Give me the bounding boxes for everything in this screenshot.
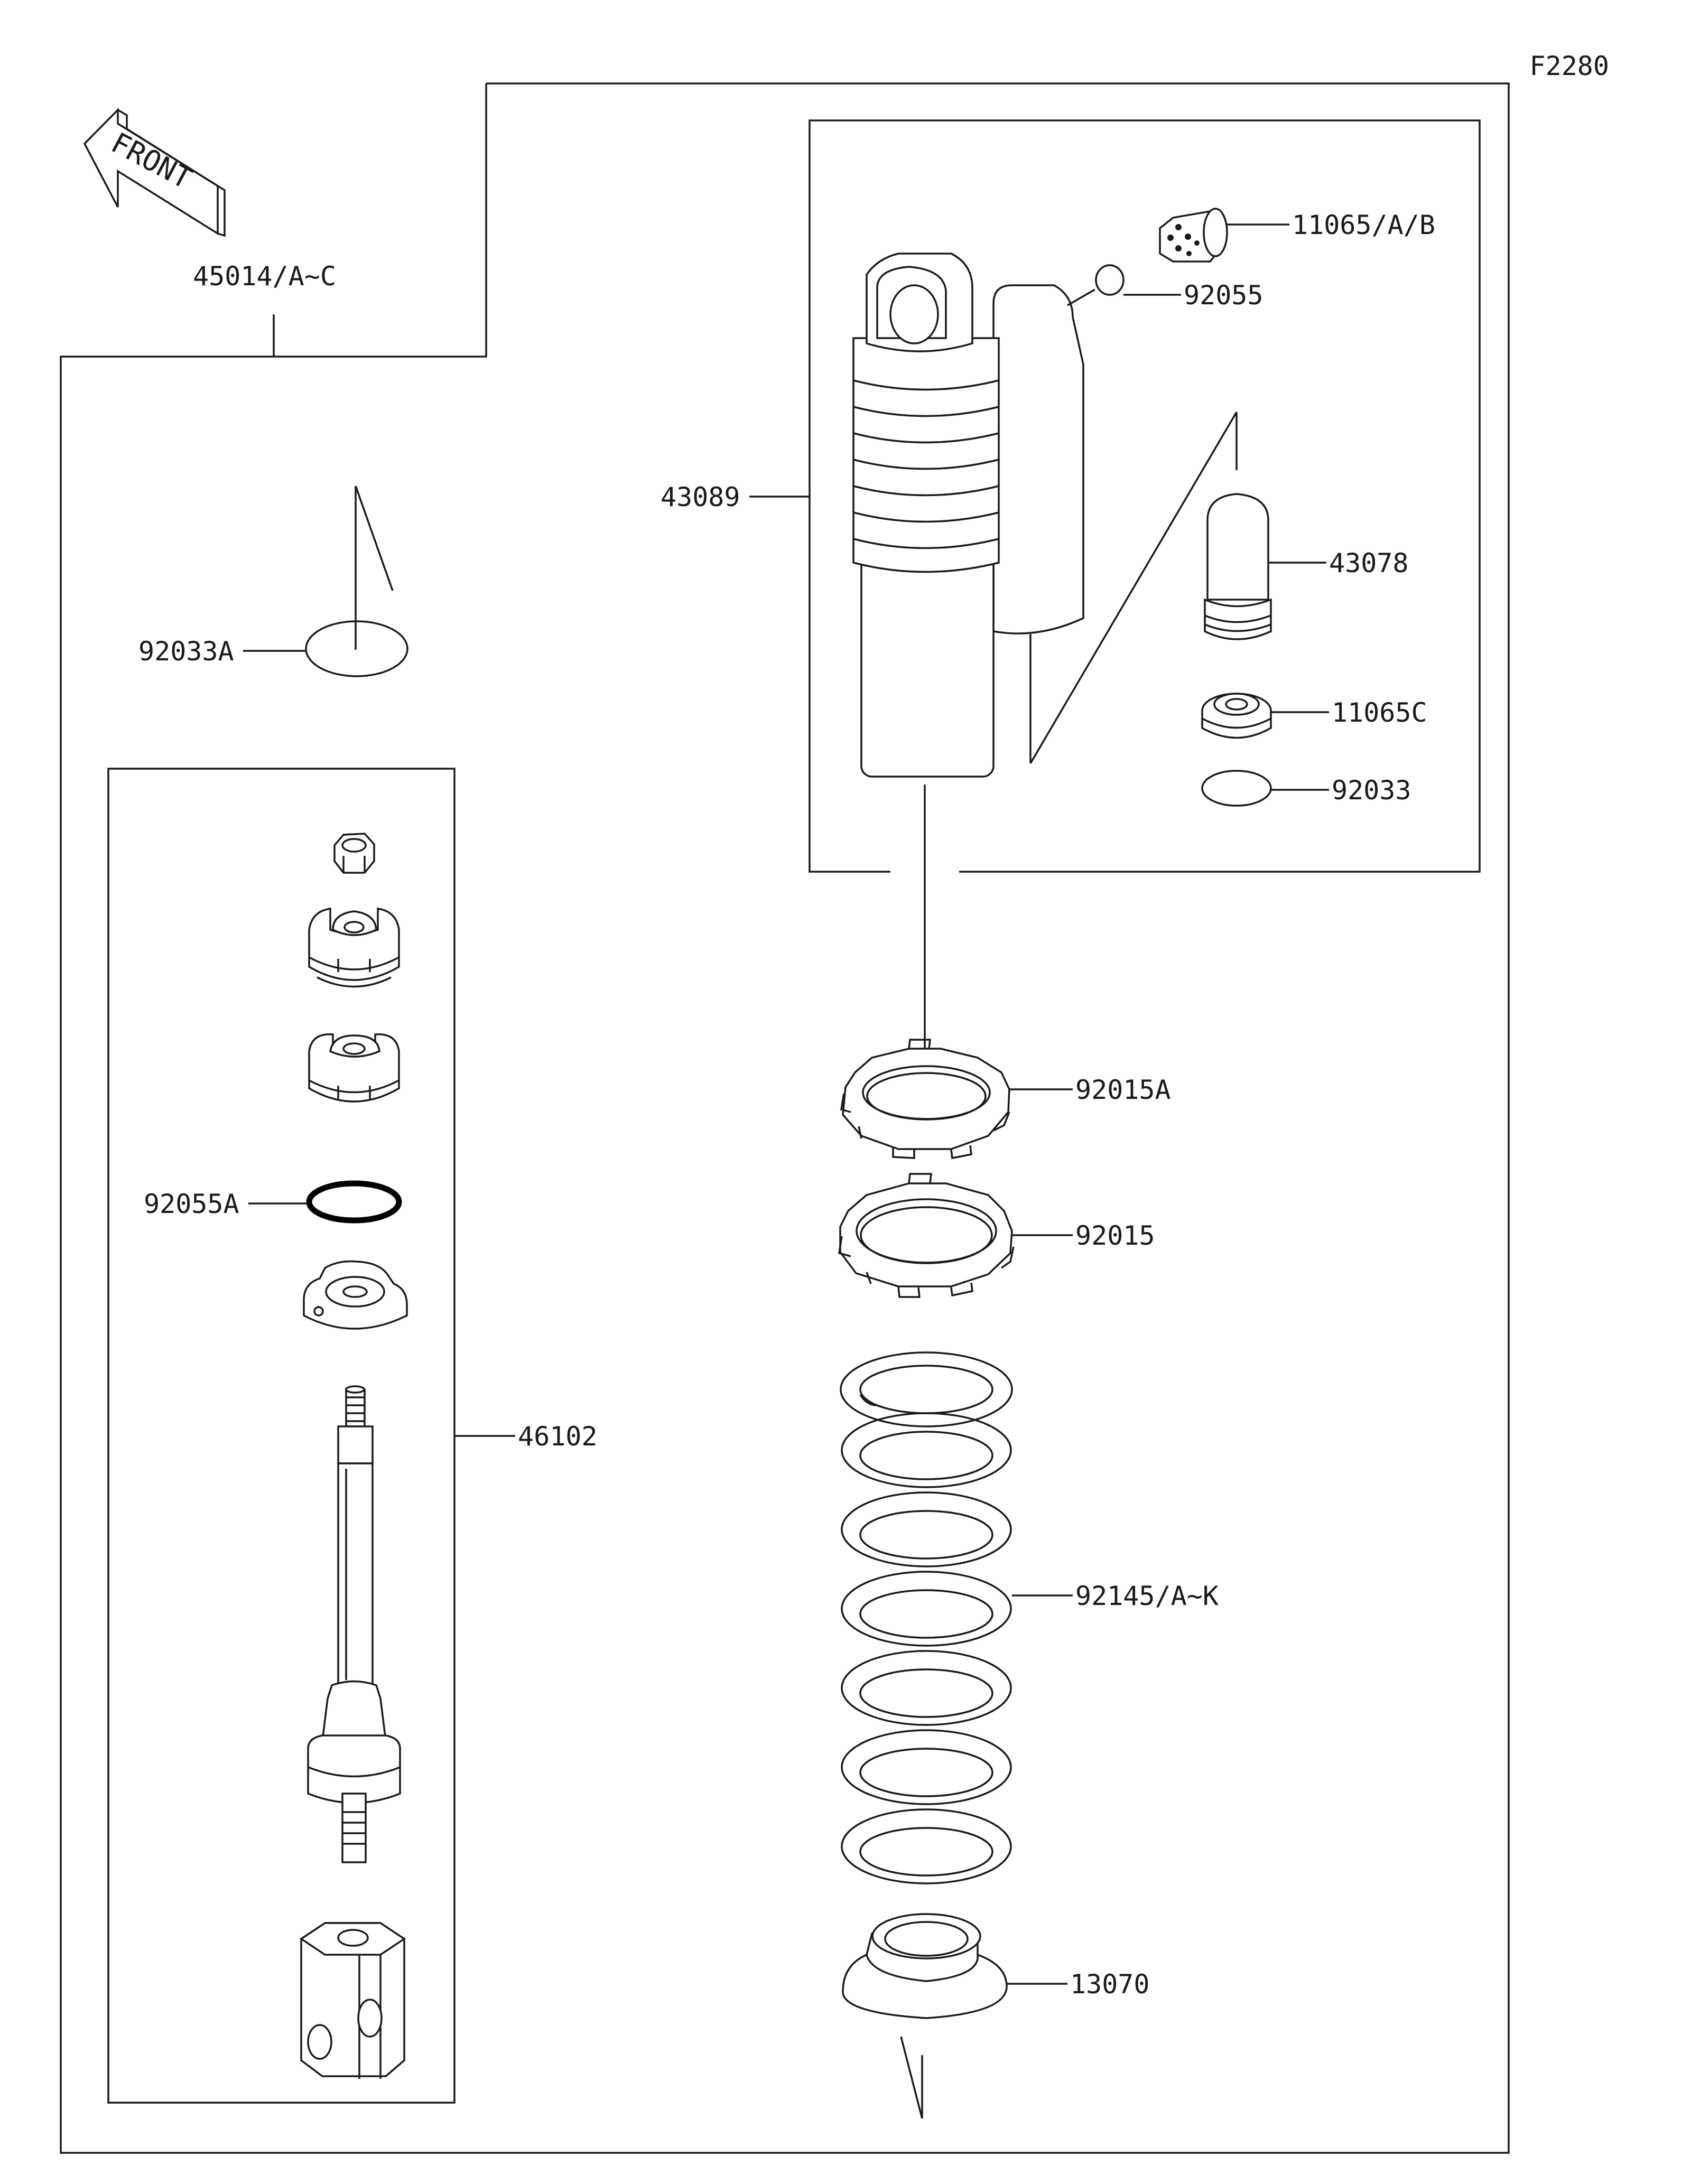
callout-11065c: 11065C bbox=[1332, 697, 1427, 728]
spring-guide-13070: 13070 bbox=[842, 1913, 1150, 2119]
bladder-43078: 43078 bbox=[1204, 493, 1409, 640]
figure-code: F2280 bbox=[1529, 51, 1609, 81]
callout-92015: 92015 bbox=[1075, 1220, 1155, 1251]
callout-43078: 43078 bbox=[1329, 548, 1409, 578]
callout-92055a: 92055A bbox=[144, 1189, 239, 1219]
bump-rubber bbox=[308, 1033, 400, 1103]
callout-92033: 92033 bbox=[1332, 775, 1411, 806]
seal-head bbox=[303, 1260, 408, 1330]
cap-11065c: 11065C bbox=[1201, 693, 1427, 739]
callout-92145: 92145/A~K bbox=[1075, 1581, 1219, 1611]
o-ring-92055a: 92055A bbox=[144, 1180, 402, 1224]
o-ring-92055: 92055 bbox=[1067, 264, 1263, 311]
callout-45014: 45014/A~C bbox=[193, 261, 336, 292]
callout-43089: 43089 bbox=[661, 482, 740, 512]
assembly-frame bbox=[60, 82, 1510, 2154]
callout-92015a: 92015A bbox=[1075, 1075, 1171, 1105]
callout-46102: 46102 bbox=[518, 1421, 598, 1452]
front-arrow-icon: FRONT bbox=[83, 107, 226, 237]
bump-stop-cap bbox=[308, 907, 400, 988]
callout-92055: 92055 bbox=[1184, 280, 1263, 311]
nut bbox=[333, 833, 375, 874]
callout-11065ab: 11065/A/B bbox=[1292, 210, 1435, 240]
callout-13070: 13070 bbox=[1070, 1969, 1150, 2000]
shock-body-43089: 43089 bbox=[661, 253, 1084, 778]
shock-body-group-frame bbox=[809, 119, 1481, 873]
circlip-92033: 92033 bbox=[1201, 770, 1411, 807]
clevis bbox=[299, 1922, 406, 2079]
valve-11065ab: 11065/A/B bbox=[1159, 208, 1435, 263]
locknut-92015a: 92015A bbox=[840, 1039, 1171, 1160]
circlip-92033a: 92033A bbox=[138, 486, 408, 677]
piston-rod bbox=[307, 1385, 401, 1863]
spring-92145: 92145/A~K bbox=[840, 1351, 1219, 1884]
piston-rod-group-frame bbox=[107, 768, 456, 2104]
adjuster-nut-92015: 92015 bbox=[838, 1173, 1155, 1298]
callout-92033a: 92033A bbox=[138, 636, 234, 667]
